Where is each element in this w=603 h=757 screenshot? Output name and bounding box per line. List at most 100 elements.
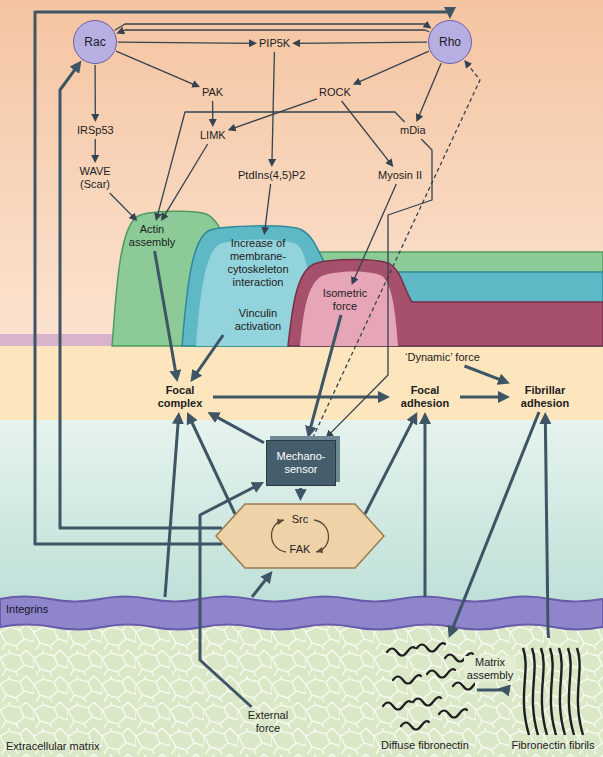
edge-label: Matrix assembly <box>464 656 516 682</box>
force-label: External force <box>238 709 298 735</box>
connector-arrow <box>424 417 427 597</box>
gtpase-circle: Rho <box>428 20 472 64</box>
connector-arrow <box>294 42 427 43</box>
hexagon-shape <box>215 503 385 569</box>
connector-arrow <box>212 414 264 442</box>
connector-arrow <box>115 24 430 30</box>
node-text: Actin assembly <box>121 223 183 249</box>
adhesion-stage: Focal complex <box>149 384 211 410</box>
connector-arrow <box>60 65 222 528</box>
force-hump-face <box>300 272 398 347</box>
fibronectin-fibril-lines <box>505 640 601 755</box>
effector-label: mDia <box>400 124 426 137</box>
node-text: Isometric force <box>315 287 375 313</box>
integrin-band-shape <box>0 597 603 630</box>
cytoplasm-zone <box>0 0 603 346</box>
connector-arrow <box>155 251 177 377</box>
connector-arrow <box>313 62 480 438</box>
connector-arrow <box>162 144 208 219</box>
connector-arrow <box>299 488 302 496</box>
gtpase-circle: Rac <box>73 20 117 64</box>
process-label: Actin assembly <box>121 223 183 249</box>
connector-arrow <box>230 99 317 130</box>
force-label: ‘Dynamic’ force <box>405 351 480 364</box>
node-text: Src <box>215 513 385 526</box>
connector-arrow <box>165 417 179 597</box>
node-text: ROCK <box>319 86 351 99</box>
fibronectin-patch: Diffuse fibronectin <box>375 640 475 755</box>
connector-arrow <box>355 51 429 84</box>
connector-arrow <box>272 52 275 165</box>
connector-arrow <box>157 112 405 219</box>
node-text: PtdIns(4,5)P2 <box>238 169 305 182</box>
node-text: Integrins <box>0 597 603 622</box>
connector-arrow <box>352 184 396 283</box>
kinase-hexagon: SrcFAK <box>215 503 385 569</box>
node-text: PAK <box>202 86 223 99</box>
effector-label: IRSp53 <box>77 124 114 137</box>
node-text: WAVE (Scar) <box>70 165 120 191</box>
node-text: ‘Dynamic’ force <box>405 351 480 364</box>
membrane-hump <box>182 226 603 346</box>
process-label: Isometric force <box>315 287 375 313</box>
extracellular-matrix <box>0 626 603 757</box>
node-text: Vinculin activation <box>218 307 298 333</box>
connector-arrow <box>35 12 450 544</box>
effector-label: PAK <box>202 86 223 99</box>
connector-arrow <box>477 688 507 692</box>
effector-label: PIP5K <box>259 37 290 50</box>
connector-arrow <box>118 30 429 33</box>
node-text: IRSp53 <box>77 124 114 137</box>
connector-arrow <box>460 396 505 399</box>
effector-label: WAVE (Scar) <box>70 165 120 191</box>
actin-hump <box>112 211 603 346</box>
connector-arrow <box>465 366 506 382</box>
connector-arrow <box>193 335 223 378</box>
node-text: FAK <box>215 543 385 556</box>
node-text: Myosin II <box>378 169 422 182</box>
connector-arrow <box>189 417 235 515</box>
connector-arrow <box>451 412 539 633</box>
node-text: Increase of membrane- cytoskeleton inter… <box>218 237 298 289</box>
connector-arrow <box>94 65 96 120</box>
connector-arrow <box>118 42 255 43</box>
effector-label: PtdIns(4,5)P2 <box>238 169 305 182</box>
connector-arrow <box>365 416 415 514</box>
node-text: Rac <box>84 36 105 49</box>
connector-arrow <box>94 139 96 161</box>
fibronectin-squiggles <box>375 640 475 755</box>
node-text: PIP5K <box>259 37 290 50</box>
effector-label: ROCK <box>319 86 351 99</box>
fibronectin-patch: Fibronectin fibrils <box>505 640 601 755</box>
node-text: LIMK <box>200 129 226 142</box>
connector-arrow <box>342 101 393 165</box>
integrin-band: Integrins <box>0 597 603 626</box>
adhesion-stage: Focal adhesion <box>392 384 458 410</box>
adhesion-stage: Fibrillar adhesion <box>512 384 578 410</box>
connector-arrow <box>309 315 341 433</box>
node-text: Rho <box>439 36 461 49</box>
node-text: External force <box>238 709 298 735</box>
signalling-zone <box>0 420 603 600</box>
adhesion-zone <box>0 346 603 420</box>
mechanosensor-box: Mechano- sensor <box>266 440 336 486</box>
connector-arrow <box>110 193 136 220</box>
region-label: Extracellular matrix <box>6 740 100 753</box>
effector-label: LIMK <box>200 129 226 142</box>
connector-arrow <box>116 51 198 86</box>
node-text: mDia <box>400 124 426 137</box>
connector-arrow <box>417 63 441 120</box>
connector-arrow <box>545 417 548 638</box>
node-text: Focal complex <box>149 384 211 410</box>
node-text: Fibrillar adhesion <box>512 384 578 410</box>
connector-arrow <box>265 184 271 233</box>
connector-arrow <box>212 101 213 125</box>
process-label: Increase of membrane- cytoskeleton inter… <box>218 237 298 333</box>
node-text: Diffuse fibronectin <box>375 739 475 752</box>
connector-arrow <box>213 396 385 399</box>
connector-arrow <box>252 575 269 597</box>
node-text: Mechano- sensor <box>269 450 333 476</box>
node-text: Fibronectin fibrils <box>505 739 601 752</box>
